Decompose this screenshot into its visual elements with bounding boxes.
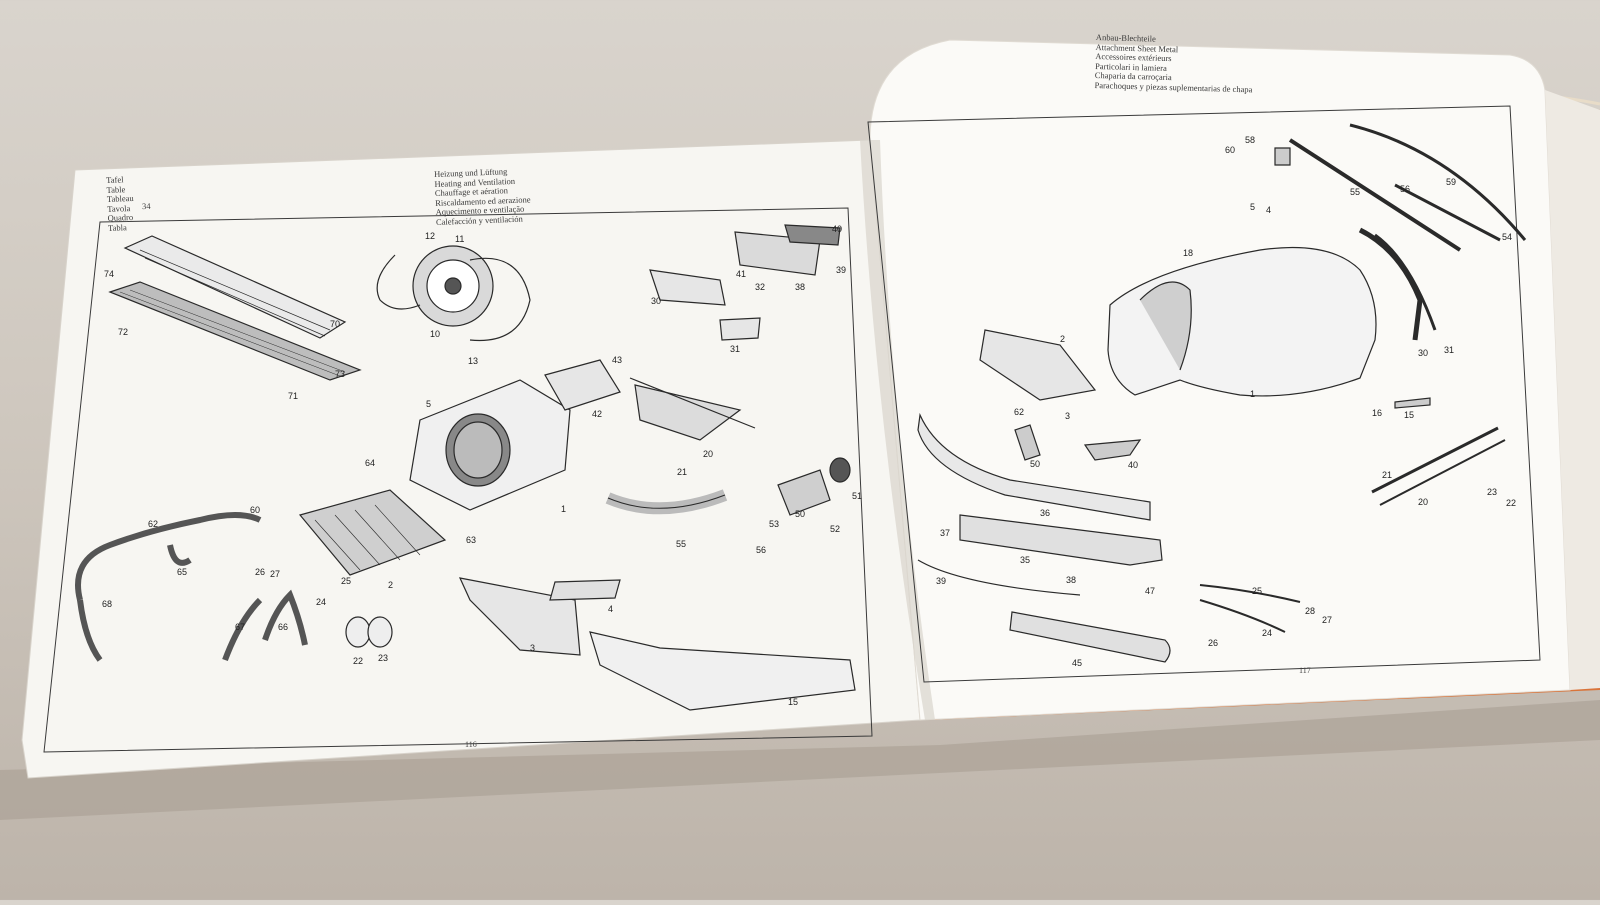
part-number-label: 11 [455,234,464,244]
part-number-label: 62 [148,519,158,529]
part-number-label: 5 [1250,202,1255,212]
part-number-label: 73 [335,369,345,379]
part-number-label: 21 [677,467,687,477]
part-number-label: 47 [1145,586,1155,596]
part-number-label: 23 [1487,487,1497,497]
part-number-label: 42 [592,409,602,419]
right-page-number: 117 [1299,666,1311,675]
part-number-label: 16 [1372,408,1382,418]
part-number-label: 55 [1350,187,1360,197]
part-number-label: 28 [1305,606,1315,616]
part-number-label: 20 [1418,497,1428,507]
part-number-label: 3 [1065,411,1070,421]
part-number-label: 12 [425,231,435,241]
left-frame [43,207,873,753]
part-number-label: 38 [795,282,805,292]
right-page-edges [1545,90,1600,690]
part-number-label: 52 [830,524,840,534]
part-number-label: 56 [756,545,766,555]
table-number: 34 [141,200,151,212]
part-number-label: 26 [255,567,265,577]
part-number-label: 10 [430,329,440,339]
book-shadow [0,700,1600,820]
part-number-label: 4 [1266,205,1271,215]
part-number-label: 2 [388,580,393,590]
part-number-label: 3 [530,643,535,653]
part-number-label: 41 [736,269,746,279]
part-number-label: 50 [1030,459,1040,469]
part-number-label: 26 [1208,638,1218,648]
part-number-label: 54 [1502,232,1512,242]
part-number-label: 13 [468,356,478,366]
part-number-label: 59 [1446,177,1456,187]
part-number-label: 51 [852,491,862,501]
part-number-label: 24 [316,597,326,607]
part-number-label: 56 [1400,184,1410,194]
part-number-label: 66 [278,622,288,632]
table-label-column: Tafel Table Tableau Tavola Quadro Tabla [106,174,135,233]
left-page-number: 116 [465,740,477,749]
right-frame [867,105,1541,683]
left-page-title: Heizung und Lüftung Heating and Ventilat… [434,166,531,227]
part-number-label: 72 [118,327,128,337]
part-number-label: 5 [426,399,431,409]
gutter-shade [860,140,935,720]
part-number-label: 30 [651,296,661,306]
part-number-label: 38 [1066,575,1076,585]
right-page-title: Anbau-Blechteile Attachment Sheet Metal … [1094,32,1253,94]
part-number-label: 1 [561,504,566,514]
part-number-label: 25 [341,576,351,586]
part-number-label: 70 [330,319,340,329]
part-number-label: 22 [353,656,363,666]
part-number-label: 62 [1014,407,1024,417]
right-diagram [917,123,1527,663]
part-number-label: 37 [940,528,950,538]
part-number-label: 50 [795,509,805,519]
part-number-label: 36 [1040,508,1050,518]
part-number-label: 15 [788,697,798,707]
part-number-label: 22 [1506,498,1516,508]
part-number-label: 31 [730,344,740,354]
part-number-label: 31 [1444,345,1454,355]
table-label: Tabla [107,221,127,233]
part-number-label: 30 [1418,348,1428,358]
part-number-label: 4 [608,604,613,614]
part-number-label: 39 [936,576,946,586]
part-number-label: 18 [1183,248,1193,258]
part-number-label: 15 [1404,410,1414,420]
left-diagram [75,224,856,711]
part-number-label: 27 [1322,615,1332,625]
part-number-label: 23 [378,653,388,663]
part-number-label: 45 [1072,658,1082,668]
part-number-label: 71 [288,391,298,401]
part-number-label: 40 [1128,460,1138,470]
part-number-label: 68 [102,599,112,609]
part-number-label: 39 [836,265,846,275]
part-number-label: 60 [1225,145,1235,155]
part-number-label: 64 [365,458,375,468]
part-number-label: 20 [703,449,713,459]
part-number-label: 40 [832,224,842,234]
part-number-label: 2 [1060,334,1065,344]
part-number-label: 25 [1252,586,1262,596]
part-number-label: 67 [235,622,245,632]
part-number-label: 1 [1250,389,1255,399]
part-number-label: 74 [104,269,114,279]
part-number-label: 35 [1020,555,1030,565]
part-number-label: 43 [612,355,622,365]
part-number-label: 65 [177,567,187,577]
part-number-label: 21 [1382,470,1392,480]
part-number-label: 53 [769,519,779,529]
part-number-label: 24 [1262,628,1272,638]
part-number-label: 60 [250,505,260,515]
part-number-label: 58 [1245,135,1255,145]
part-number-label: 63 [466,535,476,545]
part-number-label: 55 [676,539,686,549]
part-number-label: 32 [755,282,765,292]
part-number-label: 27 [270,569,280,579]
